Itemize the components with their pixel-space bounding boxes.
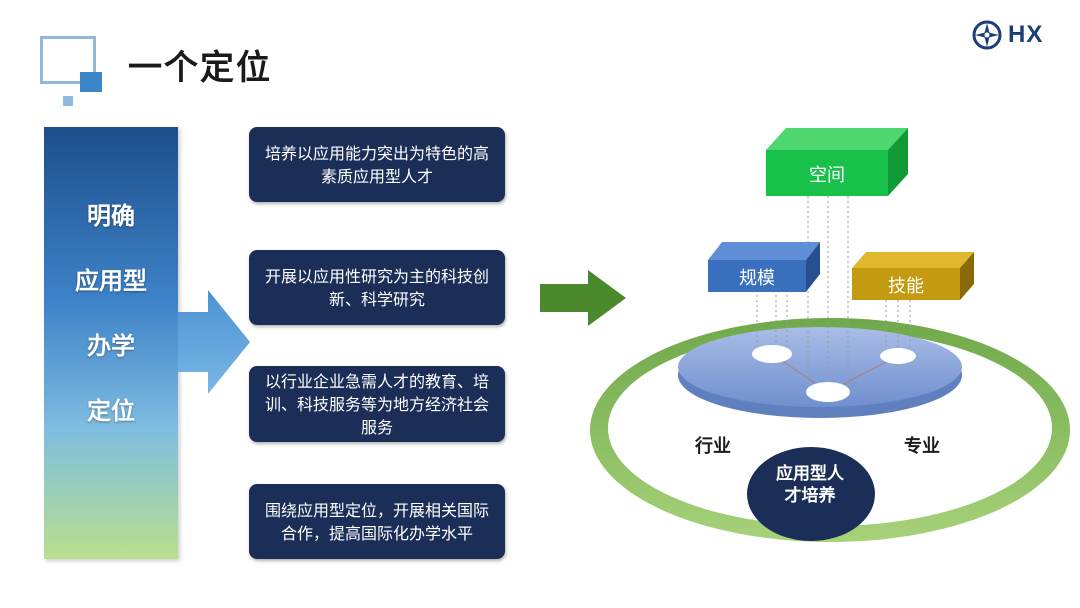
page-title: 一个定位 <box>128 48 272 88</box>
goal-box-research-text: 开展以应用性研究为主的科技创新、科学研究 <box>264 266 489 309</box>
cube-skill <box>852 252 974 300</box>
title-decoration-dot <box>63 96 73 106</box>
cube-scale-label: 规模 <box>739 268 775 289</box>
goal-box-talent-text: 培养以应用能力突出为特色的高素质应用型人才 <box>264 143 489 186</box>
hole-scale <box>752 345 792 363</box>
hole-space <box>806 382 850 402</box>
goal-box-international: 围绕应用型定位，开展相关国际合作，提高国际化办学水平 <box>249 484 505 559</box>
ring-label-industry: 行业 <box>695 436 731 457</box>
positioning-bar-text: 明确 应用型 办学 定位 <box>44 200 178 460</box>
title-decoration-accent <box>80 72 102 92</box>
cube-space <box>766 128 908 196</box>
hole-skill <box>880 348 916 364</box>
ring-label-major: 专业 <box>904 436 940 457</box>
goal-box-talent: 培养以应用能力突出为特色的高素质应用型人才 <box>249 127 505 202</box>
platform-disk <box>678 327 962 407</box>
positioning-line-4: 定位 <box>87 397 135 425</box>
positioning-line-1: 明确 <box>87 202 135 230</box>
goal-box-research: 开展以应用性研究为主的科技创新、科学研究 <box>249 250 505 325</box>
talent-diagram <box>590 128 1070 542</box>
cube-skill-label: 技能 <box>888 276 924 297</box>
positioning-line-2: 应用型 <box>75 267 147 295</box>
green-arrow-icon <box>540 270 626 326</box>
logo: HX <box>972 20 1043 50</box>
talent-oval <box>747 447 875 541</box>
positioning-bar <box>44 127 178 559</box>
goal-box-service-text: 以行业企业急需人才的教育、培训、科技服务等为地方经济社会服务 <box>264 371 489 437</box>
cube-dotted-lines <box>756 196 911 390</box>
goal-box-service: 以行业企业急需人才的教育、培训、科技服务等为地方经济社会服务 <box>249 366 505 442</box>
title-decoration-square <box>40 36 96 84</box>
cube-scale <box>708 242 820 292</box>
positioning-line-3: 办学 <box>87 332 135 360</box>
bar-arrow-icon <box>178 290 250 394</box>
compass-logo-icon <box>972 20 1002 50</box>
cube-space-label: 空间 <box>809 165 845 186</box>
talent-oval-label: 应用型人才培养 <box>776 464 844 506</box>
goal-box-international-text: 围绕应用型定位，开展相关国际合作，提高国际化办学水平 <box>264 500 489 543</box>
logo-text: HX <box>1008 21 1044 48</box>
